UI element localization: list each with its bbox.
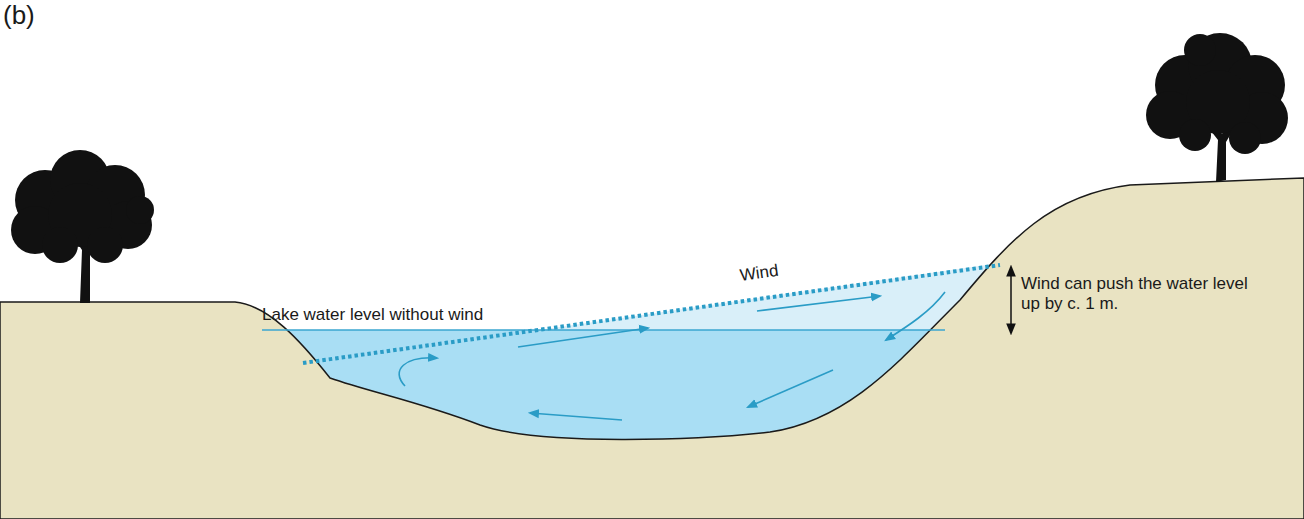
- panel-label: (b): [3, 0, 35, 31]
- height-arrow: [1010, 267, 1012, 333]
- still-water-line: [262, 329, 945, 331]
- water-level-label: Lake water level without wind: [262, 305, 483, 325]
- wind-label: Wind: [739, 261, 780, 287]
- tree: [11, 150, 154, 303]
- tree: [1146, 33, 1288, 182]
- ground: [0, 178, 1304, 519]
- height-note: Wind can push the water level up by c. 1…: [1021, 274, 1271, 315]
